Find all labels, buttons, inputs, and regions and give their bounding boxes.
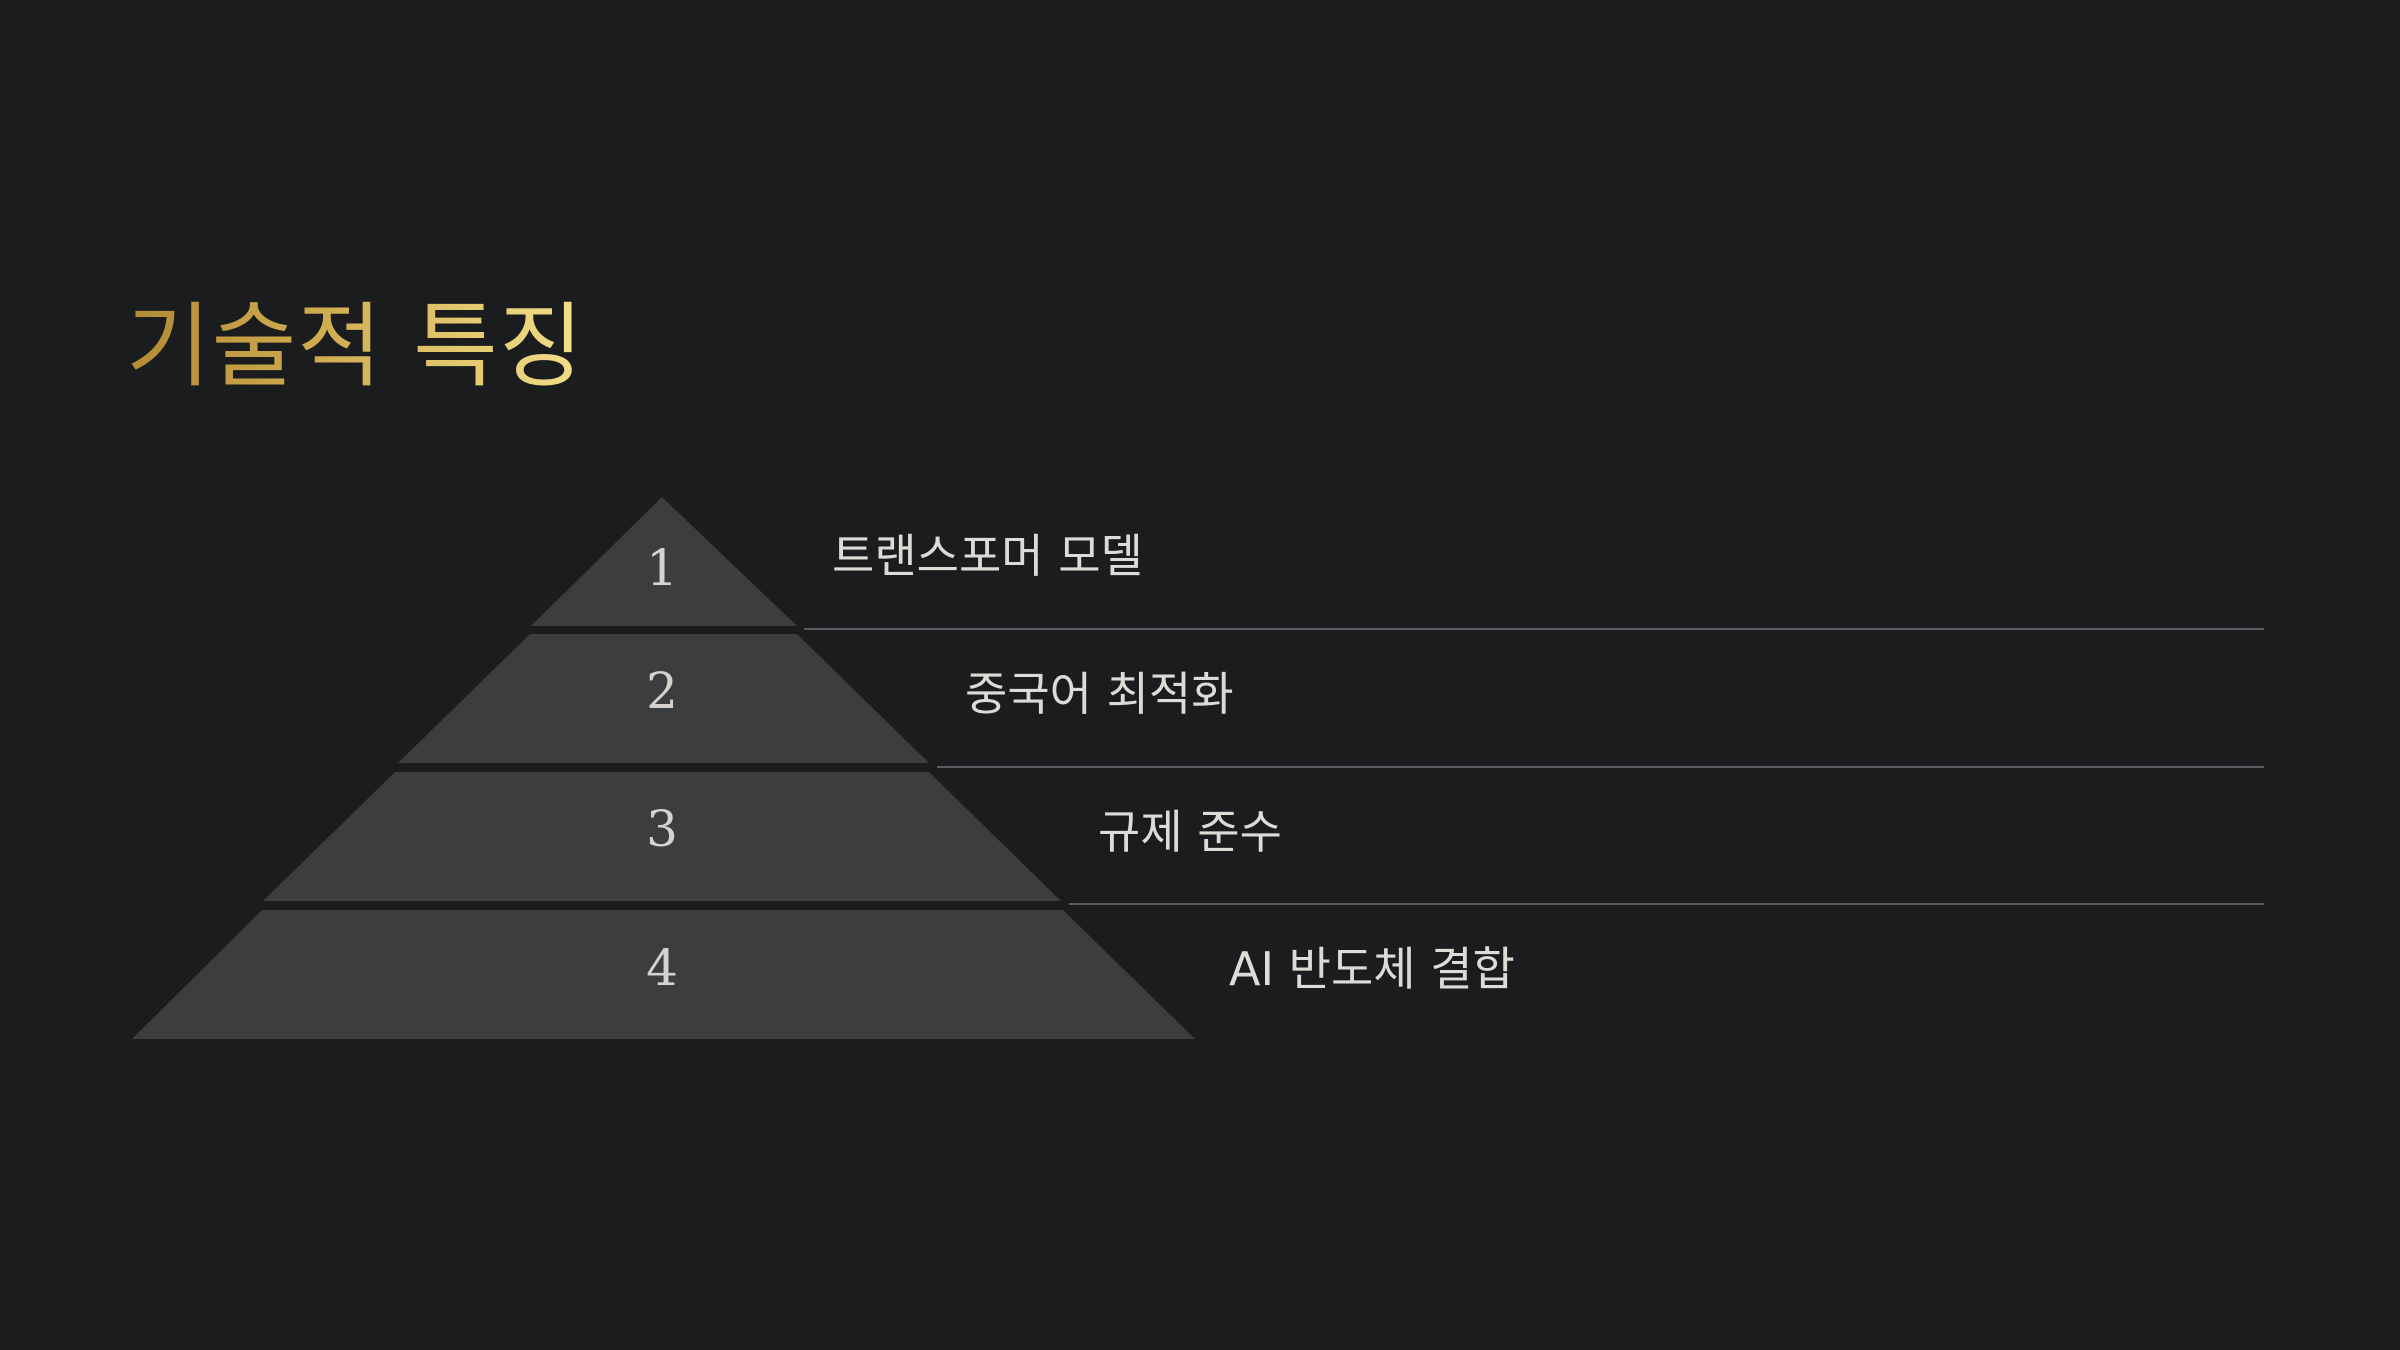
tier-1-divider bbox=[804, 628, 2264, 630]
tier-4-number: 4 bbox=[646, 939, 678, 997]
tier-2-label: 중국어 최적화 bbox=[965, 667, 1234, 721]
tier-4-label: AI 반도체 결합 bbox=[1229, 942, 1515, 996]
pyramid-tier-3: 3 bbox=[263, 772, 1061, 901]
tier-3-shape bbox=[263, 772, 1061, 901]
tier-2-shape bbox=[398, 634, 929, 763]
tier-3-number: 3 bbox=[646, 800, 678, 858]
tier-1-label: 트랜스포머 모델 bbox=[832, 529, 1143, 583]
tier-2-number: 2 bbox=[646, 662, 678, 720]
tier-4-shape bbox=[132, 910, 1195, 1039]
tier-1-shape bbox=[531, 497, 797, 626]
pyramid-tier-1: 1 bbox=[531, 497, 797, 626]
pyramid-tier-4: 4 bbox=[132, 910, 1195, 1039]
slide-title: 기술적 특징 bbox=[126, 293, 585, 400]
tier-3-divider bbox=[1069, 903, 2264, 905]
pyramid-tier-2: 2 bbox=[398, 634, 929, 763]
tier-1-number: 1 bbox=[646, 539, 678, 597]
tier-3-label: 규제 준수 bbox=[1098, 805, 1282, 859]
tier-2-divider bbox=[937, 766, 2264, 768]
